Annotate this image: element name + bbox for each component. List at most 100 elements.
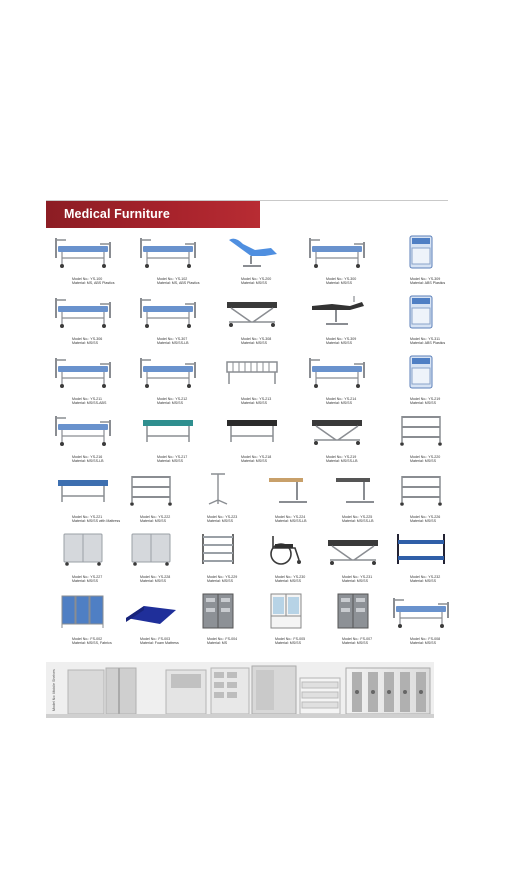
product-item: Model No.: FS-003 Material: Foam Mattres… <box>114 592 194 650</box>
hospital-bed-icon <box>55 358 111 388</box>
exam-table-icon <box>58 480 108 502</box>
product-caption: Model No.: YS-308 Material: MS/SS <box>241 337 311 346</box>
product-material: Material: MS/SS <box>207 519 233 524</box>
product-material: Material: MS/SS <box>241 401 267 406</box>
product-caption: Model No.: YS-225 Material: MS/SS-LB <box>342 515 412 524</box>
product-item: Model No.: YS-300 Material: MS/SS <box>300 232 380 290</box>
product-item: Model No.: YS-226 Material: MS/SS <box>384 470 464 528</box>
product-item: Model No.: YS-102 Material: MS, ABS Plas… <box>131 232 211 290</box>
product-model: Model No.: YS-213 <box>241 397 272 401</box>
product-caption: Model No.: YS-306 Material: MS/SS <box>72 337 142 346</box>
product-item: Model No.: YS-221 Material: MS/SS with M… <box>46 470 126 528</box>
product-caption: Model No.: YS-300 Material: MS/SS <box>326 277 396 286</box>
product-material: Material: MS/SS <box>140 579 166 584</box>
product-caption: Model No.: YS-213 Material: MS/SS <box>241 397 311 406</box>
folding-screen-icon <box>61 595 104 628</box>
product-item: Model No.: FS-007 Material: MS/SS <box>316 592 396 650</box>
page-title: Medical Furniture <box>64 207 170 221</box>
product-item: Model No.: YS-225 Material: MS/SS-LB <box>316 470 396 528</box>
product-caption: Model No.: YS-227 Material: MS/SS <box>72 575 142 584</box>
wheelchair-icon <box>270 536 301 565</box>
product-item: Model No.: YS-222 Material: MS/SS <box>114 470 194 528</box>
product-model: Model No.: YS-211 <box>72 397 103 401</box>
product-model: Model No.: YS-219 <box>410 397 441 401</box>
steel-locker-icon <box>337 593 369 629</box>
hospital-bed-icon <box>55 416 111 446</box>
product-material: Material: MS/SS <box>326 281 352 286</box>
product-material: Material: MS/SS <box>342 579 368 584</box>
product-model: Model No.: YS-216 <box>72 455 103 459</box>
hospital-bed-icon <box>140 238 196 268</box>
product-item: Model No.: YS-227 Material: MS/SS <box>46 530 126 588</box>
stretcher-icon <box>227 302 277 327</box>
hospital-bed-icon <box>140 298 196 328</box>
product-item: Model No.: YS-216 Material: MS/SS-LB <box>46 410 126 468</box>
product-item: Model No.: YS-220 Material: MS/SS <box>384 410 464 468</box>
product-model: Model No.: FS-003 <box>140 637 171 641</box>
product-caption: Model No.: YS-219 Material: MS/SS-LB <box>326 455 396 464</box>
product-caption: Model No.: YS-228 Material: MS/SS <box>140 575 210 584</box>
product-model: Model No.: FS-008 <box>410 637 441 641</box>
product-model: Model No.: FS-004 <box>207 637 238 641</box>
gyn-table-icon <box>312 296 364 325</box>
product-material: Material: MS/SS <box>207 579 233 584</box>
product-material: Material: ABS Plastics <box>410 341 446 346</box>
product-model: Model No.: YS-309 <box>326 337 357 341</box>
product-item: Model No.: YS-309 Material: ABS Plastics <box>384 232 464 290</box>
product-model: Model No.: YS-307 <box>157 337 188 341</box>
product-caption: Model No.: YS-309 Material: MS/SS <box>326 337 396 346</box>
steel-locker-icon <box>202 593 234 629</box>
product-material: Material: MS/SS-LB <box>326 459 358 464</box>
product-material: Material: MS/SS <box>410 641 436 646</box>
product-material: Material: Foam Mattress <box>140 641 179 646</box>
product-item: Model No.: YS-228 Material: MS/SS <box>114 530 194 588</box>
product-caption: Model No.: FS-003 Material: Foam Mattres… <box>140 637 210 646</box>
product-material: Material: MS/SS <box>326 341 352 346</box>
product-caption: Model No.: FS-007 Material: MS/SS <box>342 637 412 646</box>
product-model: Model No.: YS-223 <box>207 515 238 519</box>
iv-stand-icon <box>208 473 228 505</box>
product-caption: Model No.: YS-226 Material: MS/SS <box>410 515 480 524</box>
product-caption: Model No.: FS-005 Material: MS/SS <box>275 637 345 646</box>
trolley-icon <box>400 416 442 446</box>
trolley-icon <box>130 476 172 506</box>
product-material: Material: MS/SS <box>410 519 436 524</box>
product-model: Model No.: YS-222 <box>140 515 171 519</box>
product-caption: Model No.: YS-217 Material: MS/SS <box>157 455 227 464</box>
product-material: Material: MS, ABS Plastics <box>157 281 200 286</box>
product-material: Material: MS/SS-LB <box>342 519 374 524</box>
product-item: Model No.: YS-100 Material: MS, ABS Plas… <box>46 232 126 290</box>
product-model: Model No.: YS-306 <box>72 337 103 341</box>
product-model: Model No.: YS-100 <box>72 277 103 281</box>
product-caption: Model No.: YS-214 Material: MS/SS <box>326 397 396 406</box>
bed-frame-icon <box>226 361 278 384</box>
product-item: Model No.: FS-002 Material: MS/SS, Fabri… <box>46 592 126 650</box>
product-material: Material: MS/SS <box>410 459 436 464</box>
product-item: Model No.: YS-218 Material: MS/SS <box>215 410 295 468</box>
product-caption: Model No.: YS-311 Material: ABS Plastics <box>410 337 480 346</box>
product-caption: Model No.: FS-002 Material: MS/SS, Fabri… <box>72 637 142 646</box>
product-caption: Model No.: YS-216 Material: MS/SS-LB <box>72 455 142 464</box>
storage-cabinets-image <box>46 662 434 718</box>
product-model: Model No.: YS-308 <box>241 337 272 341</box>
product-caption: Model No.: YS-230 Material: MS/SS <box>275 575 345 584</box>
product-model: Model No.: FS-005 <box>275 637 306 641</box>
product-row: Model No.: YS-227 Material: MS/SS Model … <box>46 530 454 588</box>
product-row: Model No.: YS-221 Material: MS/SS with M… <box>46 470 454 528</box>
product-model: Model No.: YS-225 <box>342 515 373 519</box>
product-item: Model No.: YS-223 Material: MS/SS <box>181 470 261 528</box>
product-item: Model No.: YS-213 Material: MS/SS <box>215 352 295 410</box>
product-item: Model No.: YS-306 Material: MS/SS <box>46 292 126 350</box>
bedside-cabinet-icon <box>409 355 433 389</box>
product-item: Model No.: YS-219 Material: MS/SS-LB <box>300 410 380 468</box>
product-model: Model No.: YS-227 <box>72 575 103 579</box>
product-item: Model No.: YS-212 Material: MS/SS <box>131 352 211 410</box>
product-item: Model No.: YS-217 Material: MS/SS <box>131 410 211 468</box>
product-model: Model No.: YS-228 <box>140 575 171 579</box>
product-material: Material: MS/SS-LB <box>157 341 189 346</box>
product-item: Model No.: YS-309 Material: MS/SS <box>300 292 380 350</box>
medical-chair-icon <box>229 238 277 267</box>
product-model: Model No.: YS-226 <box>410 515 441 519</box>
hospital-bed-icon <box>393 598 449 628</box>
product-model: Model No.: YS-218 <box>241 455 272 459</box>
